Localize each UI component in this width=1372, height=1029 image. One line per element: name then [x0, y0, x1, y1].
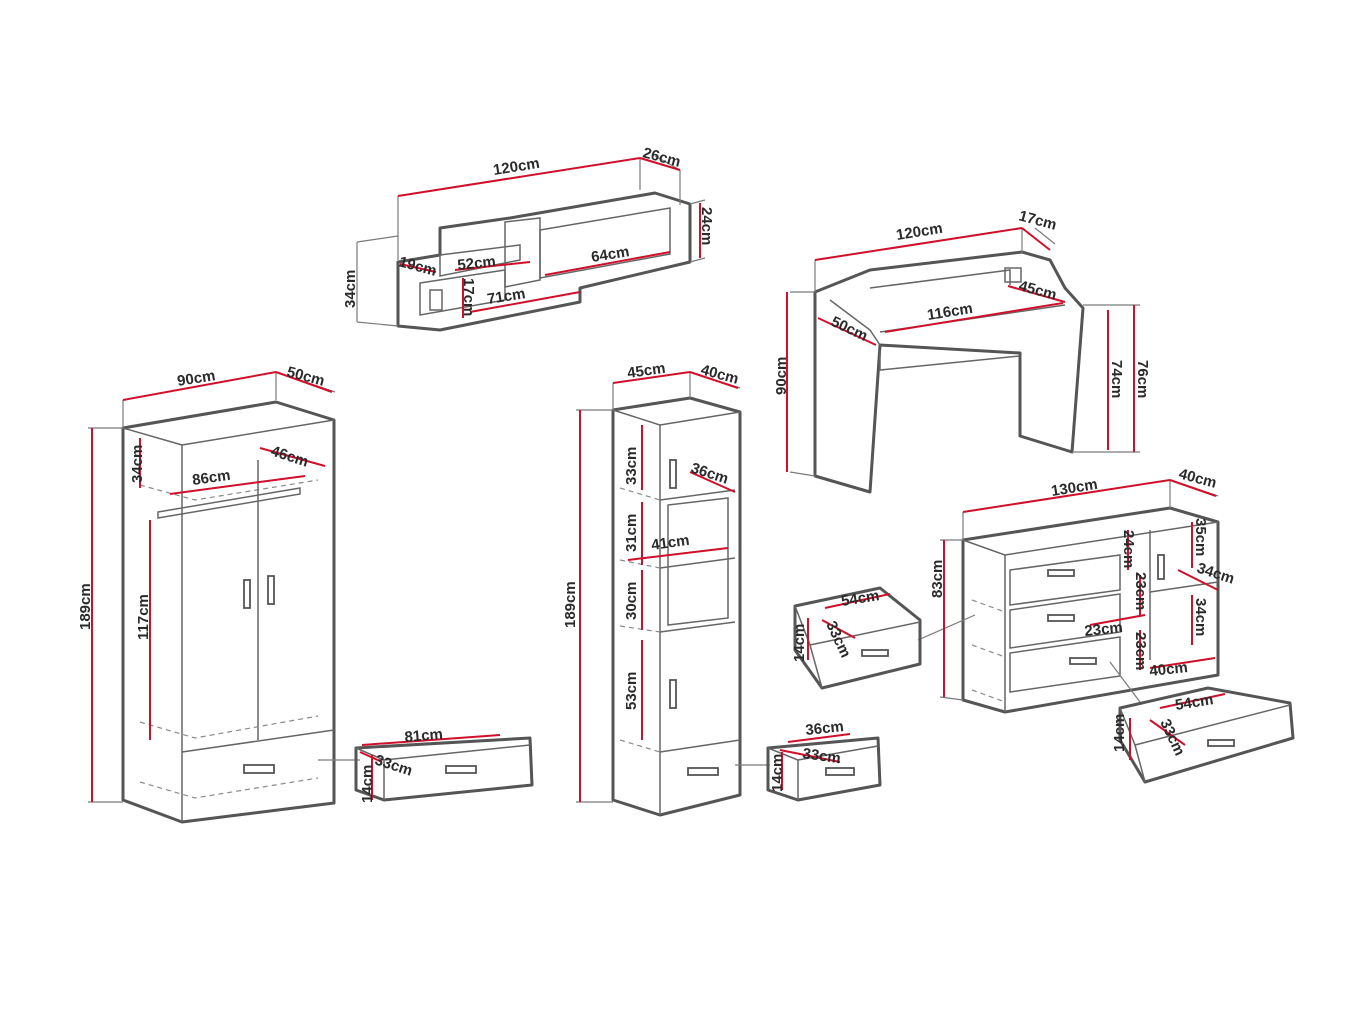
desk-inner-width-label: 116cm: [926, 300, 974, 324]
chest-drawer-right-width-label: 54cm: [1174, 691, 1215, 714]
chest-of-drawers: 130cm 40cm 83cm 24cm 23cm 23cm 23cm 35cm…: [917, 465, 1237, 714]
chest-drawer-left-outline: [793, 586, 922, 690]
wall-shelf-lower-inner-width-label: 71cm: [486, 285, 527, 308]
desk-depth-label: 50cm: [828, 313, 870, 345]
wardrobe-hanging-height-label: 117cm: [135, 594, 152, 640]
bookcase-upper-compartment-label: 33cm: [623, 447, 640, 485]
desk-leg-outer-height-label: 76cm: [1134, 360, 1151, 398]
wall-shelf-upper-inner-width-label: 52cm: [457, 253, 497, 274]
chest-drawer-right-outline: [1118, 686, 1295, 784]
bookcase-width-label: 45cm: [626, 360, 666, 382]
desk: 120cm 17cm 90cm 50cm 116cm 45cm 74cm 76c…: [773, 207, 1151, 494]
wardrobe-inner-depth-label: 46cm: [269, 443, 311, 471]
wardrobe-drawer: 81cm 33cm 14cm: [354, 726, 534, 803]
wardrobe: 90cm 50cm 189cm 34cm 46cm 86cm 117cm: [77, 363, 360, 824]
wall-shelf-lower-inner-height-label: 17cm: [460, 278, 477, 316]
wall-shelf-left-height-label: 34cm: [342, 270, 359, 308]
wardrobe-drawer-depth-label: 33cm: [373, 752, 415, 780]
bookcase-drawer-width-label: 36cm: [805, 718, 845, 739]
chest-drawer-left-width-label: 54cm: [840, 587, 881, 610]
wardrobe-top-shelf-label: 34cm: [129, 445, 146, 483]
wardrobe-depth-label: 50cm: [285, 363, 326, 389]
bookcase-height-label: 189cm: [562, 581, 579, 628]
bookcase-drawer-outline: [766, 736, 882, 802]
chest-drawer-gap-lower-label: 23cm: [1132, 632, 1149, 670]
wardrobe-height-label: 189cm: [77, 583, 94, 630]
chest-drawer-right: 54cm 33cm 14cm: [1111, 686, 1295, 784]
chest-drawer-gap-width-label: 23cm: [1084, 619, 1124, 640]
wardrobe-drawer-width-label: 81cm: [404, 726, 444, 746]
wardrobe-drawer-outline: [354, 736, 534, 802]
wall-shelf-right-box-width-label: 64cm: [590, 243, 631, 266]
chest-drawer-left: 54cm 33cm 14cm: [791, 586, 922, 690]
wardrobe-outline: [121, 400, 336, 824]
wardrobe-rail-width-label: 86cm: [191, 467, 231, 489]
chest-drawer-right-height-label: 14cm: [1111, 714, 1128, 752]
desk-leg-inner-height-label: 74cm: [1108, 360, 1125, 398]
bookcase: 45cm 40cm 189cm 33cm 36cm 31cm 41cm 30cm…: [562, 360, 770, 817]
bookcase-depth-label: 40cm: [699, 361, 740, 387]
wardrobe-width-label: 90cm: [176, 367, 217, 390]
chest-cabinet-lower-label: 34cm: [1192, 598, 1209, 636]
wall-shelf-depth-label: 26cm: [641, 144, 682, 170]
chest-depth-label: 40cm: [1177, 465, 1218, 491]
chest-height-label: 83cm: [929, 560, 946, 598]
bookcase-cabinet-height-label: 53cm: [623, 672, 640, 710]
chest-cabinet-depth-label: 34cm: [1195, 560, 1237, 588]
wardrobe-drawer-height-label: 14cm: [359, 765, 376, 803]
chest-width-label: 130cm: [1050, 476, 1099, 500]
wall-shelf: 120cm 26cm 24cm 34cm 19cm 52cm 64cm 17cm…: [342, 144, 715, 332]
bookcase-middle-compartment-label: 31cm: [623, 514, 640, 552]
bookcase-lower-open-compartment-label: 30cm: [623, 582, 640, 620]
chest-drawer-gap-middle-label: 23cm: [1132, 572, 1149, 610]
bookcase-drawer: 36cm 33cm 14cm: [766, 718, 882, 802]
chest-drawer-left-depth-label: 33cm: [822, 619, 854, 661]
chest-drawer-gap-upper-label: 24cm: [1120, 530, 1137, 568]
bookcase-drawer-depth-label: 33cm: [801, 745, 841, 767]
chest-drawer-left-height-label: 14cm: [791, 624, 808, 662]
wall-shelf-right-height-label: 24cm: [698, 207, 715, 245]
desk-height-label: 90cm: [773, 357, 790, 395]
bookcase-inner-width-label: 41cm: [650, 532, 690, 554]
chest-inner-depth-label: 40cm: [1149, 659, 1189, 680]
desk-shelf-depth-label: 45cm: [1017, 277, 1058, 303]
bookcase-drawer-height-label: 14cm: [769, 754, 786, 792]
bookcase-inner-depth-label: 36cm: [689, 460, 731, 488]
chest-cabinet-upper-label: 35cm: [1192, 518, 1209, 556]
